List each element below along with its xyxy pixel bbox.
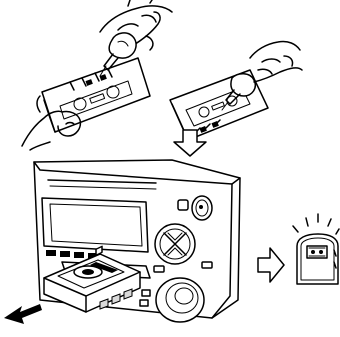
right-cleaning-step [170,41,302,140]
left-cleaning-step [22,0,172,150]
right-arrow-icon [258,248,284,282]
tape-indicator-icon [293,214,339,284]
insert-arrow-icon [4,304,42,324]
hand-icon [250,41,302,82]
mode-button[interactable] [154,266,164,272]
direction-pad[interactable] [155,224,195,264]
cassette-tape-icon [42,58,150,132]
lower-button[interactable] [142,290,150,296]
lower-button[interactable] [140,300,148,306]
volume-knob[interactable] [156,278,204,322]
band-button[interactable] [202,262,212,268]
power-knob[interactable] [192,196,212,220]
eject-button[interactable] [178,200,188,210]
